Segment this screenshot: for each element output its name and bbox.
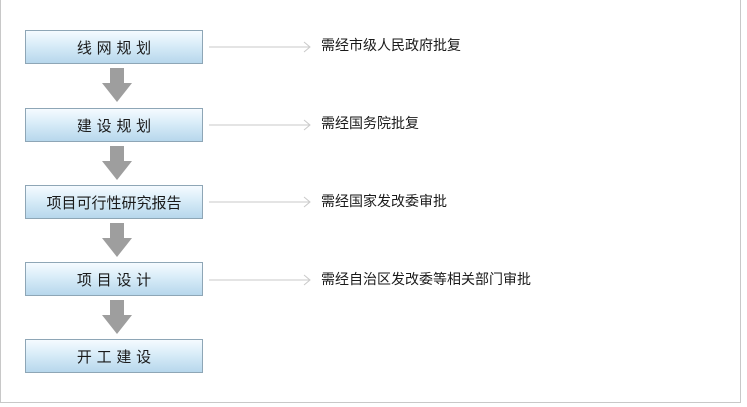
- down-arrow-icon: [102, 223, 132, 257]
- step-box-feasibility-report: 项目可行性研究报告: [25, 185, 203, 219]
- step-label: 项 目 设 计: [76, 270, 152, 289]
- approval-text: 需经国家发改委审批: [321, 194, 447, 210]
- step-box-project-design: 项 目 设 计: [25, 262, 203, 296]
- approval-text: 需经市级人民政府批复: [321, 38, 461, 54]
- step-box-construction-planning: 建 设 规 划: [25, 108, 203, 142]
- down-arrow-icon: [102, 146, 132, 180]
- down-arrow-icon: [102, 300, 132, 334]
- connector-arrow-icon: [209, 274, 311, 286]
- step-label: 项目可行性研究报告: [46, 193, 182, 212]
- connector-arrow-icon: [209, 41, 311, 53]
- step-box-construction-start: 开 工 建 设: [25, 339, 203, 373]
- connector-arrow-icon: [209, 119, 311, 131]
- step-label: 开 工 建 设: [76, 347, 152, 366]
- step-label: 线 网 规 划: [76, 38, 152, 57]
- approval-text: 需经自治区发改委等相关部门审批: [321, 272, 531, 288]
- step-box-line-network-planning: 线 网 规 划: [25, 30, 203, 64]
- step-label: 建 设 规 划: [76, 116, 152, 135]
- down-arrow-icon: [102, 68, 132, 102]
- connector-arrow-icon: [209, 196, 311, 208]
- approval-text: 需经国务院批复: [321, 116, 419, 132]
